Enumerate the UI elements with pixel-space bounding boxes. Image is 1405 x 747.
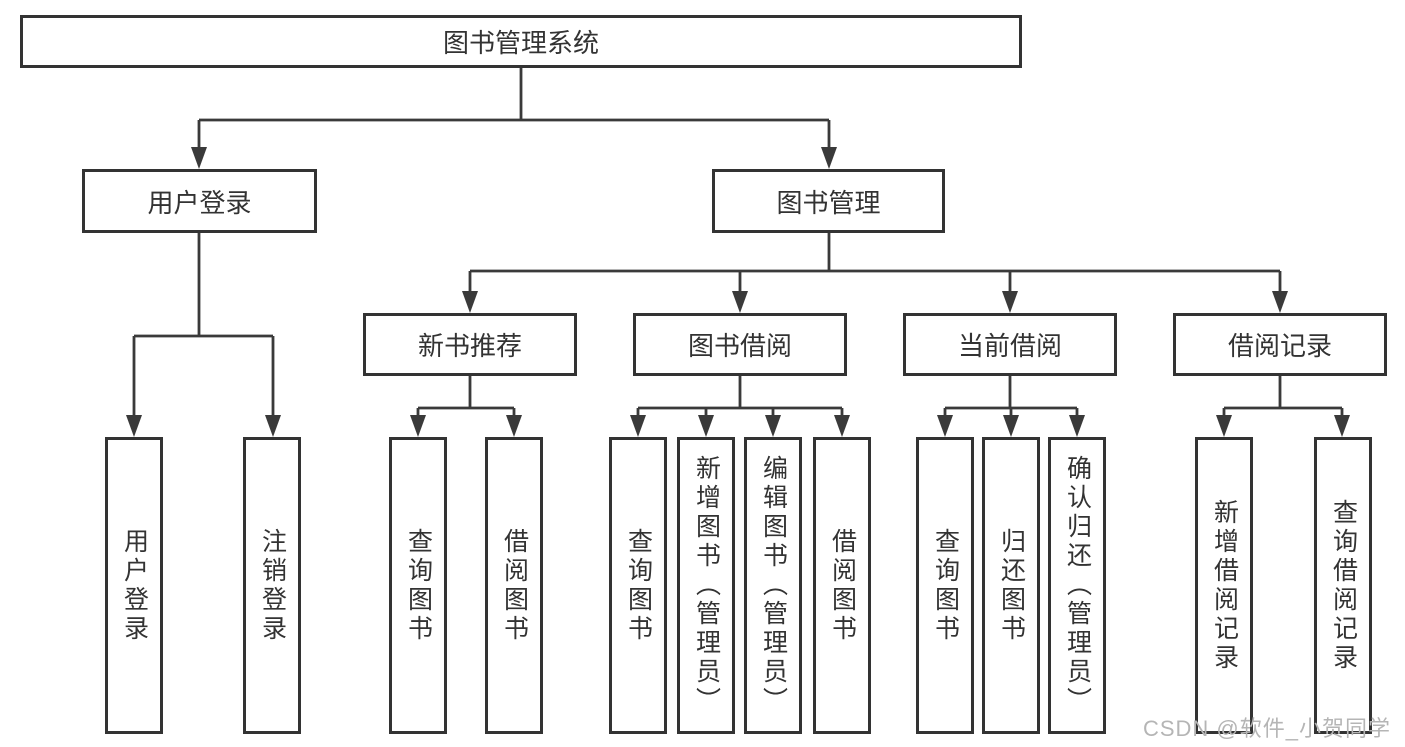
leaf-return-books-label: 归还图书 <box>997 527 1026 644</box>
node-book-borrow: 图书借阅 <box>633 313 847 376</box>
node-current-borrow-label: 当前借阅 <box>957 331 1062 361</box>
leaf-edit-books-admin: 编辑图书（管理员） <box>744 437 802 734</box>
node-book-borrow-label: 图书借阅 <box>687 331 792 361</box>
leaf-query-borrow-record: 查询借阅记录 <box>1314 437 1372 734</box>
leaf-query-books-current-label: 查询图书 <box>931 527 960 644</box>
leaf-query-books-recommend-label: 查询图书 <box>404 527 433 644</box>
node-current-borrow: 当前借阅 <box>903 313 1117 376</box>
leaf-logout-label: 注销登录 <box>258 527 287 644</box>
leaf-confirm-return-admin-label: 确认归还（管理员） <box>1063 455 1092 716</box>
node-new-book-recommend: 新书推荐 <box>363 313 577 376</box>
leaf-borrow-books-label: 借阅图书 <box>828 527 857 644</box>
leaf-add-books-admin: 新增图书（管理员） <box>677 437 735 734</box>
leaf-query-borrow-record-label: 查询借阅记录 <box>1329 498 1358 673</box>
node-book-management-label: 图书管理 <box>776 187 881 218</box>
node-user-login: 用户登录 <box>82 169 317 233</box>
node-new-book-recommend-label: 新书推荐 <box>417 331 522 361</box>
node-user-login-label: 用户登录 <box>147 187 252 218</box>
node-book-management: 图书管理 <box>712 169 945 233</box>
leaf-user-login-label: 用户登录 <box>120 527 149 644</box>
leaf-query-books-recommend: 查询图书 <box>389 437 447 734</box>
leaf-add-borrow-record: 新增借阅记录 <box>1195 437 1253 734</box>
leaf-confirm-return-admin: 确认归还（管理员） <box>1048 437 1106 734</box>
leaf-logout: 注销登录 <box>243 437 301 734</box>
leaf-query-books-current: 查询图书 <box>916 437 974 734</box>
leaf-user-login: 用户登录 <box>105 437 163 734</box>
leaf-borrow-books-recommend-label: 借阅图书 <box>500 527 529 644</box>
watermark: CSDN @软件_小贺同学 <box>1142 716 1391 741</box>
leaf-add-borrow-record-label: 新增借阅记录 <box>1210 498 1239 673</box>
node-borrow-records-label: 借阅记录 <box>1227 331 1332 361</box>
leaf-borrow-books-recommend: 借阅图书 <box>485 437 543 734</box>
node-root: 图书管理系统 <box>20 15 1022 68</box>
arrowhead-icons <box>126 147 1350 437</box>
node-borrow-records: 借阅记录 <box>1173 313 1387 376</box>
leaf-borrow-books: 借阅图书 <box>813 437 871 734</box>
node-root-label: 图书管理系统 <box>442 28 599 58</box>
leaf-edit-books-admin-label: 编辑图书（管理员） <box>759 455 788 716</box>
leaf-add-books-admin-label: 新增图书（管理员） <box>692 455 721 716</box>
leaf-query-books-borrow: 查询图书 <box>609 437 667 734</box>
leaf-return-books: 归还图书 <box>982 437 1040 734</box>
leaf-query-books-borrow-label: 查询图书 <box>624 527 653 644</box>
